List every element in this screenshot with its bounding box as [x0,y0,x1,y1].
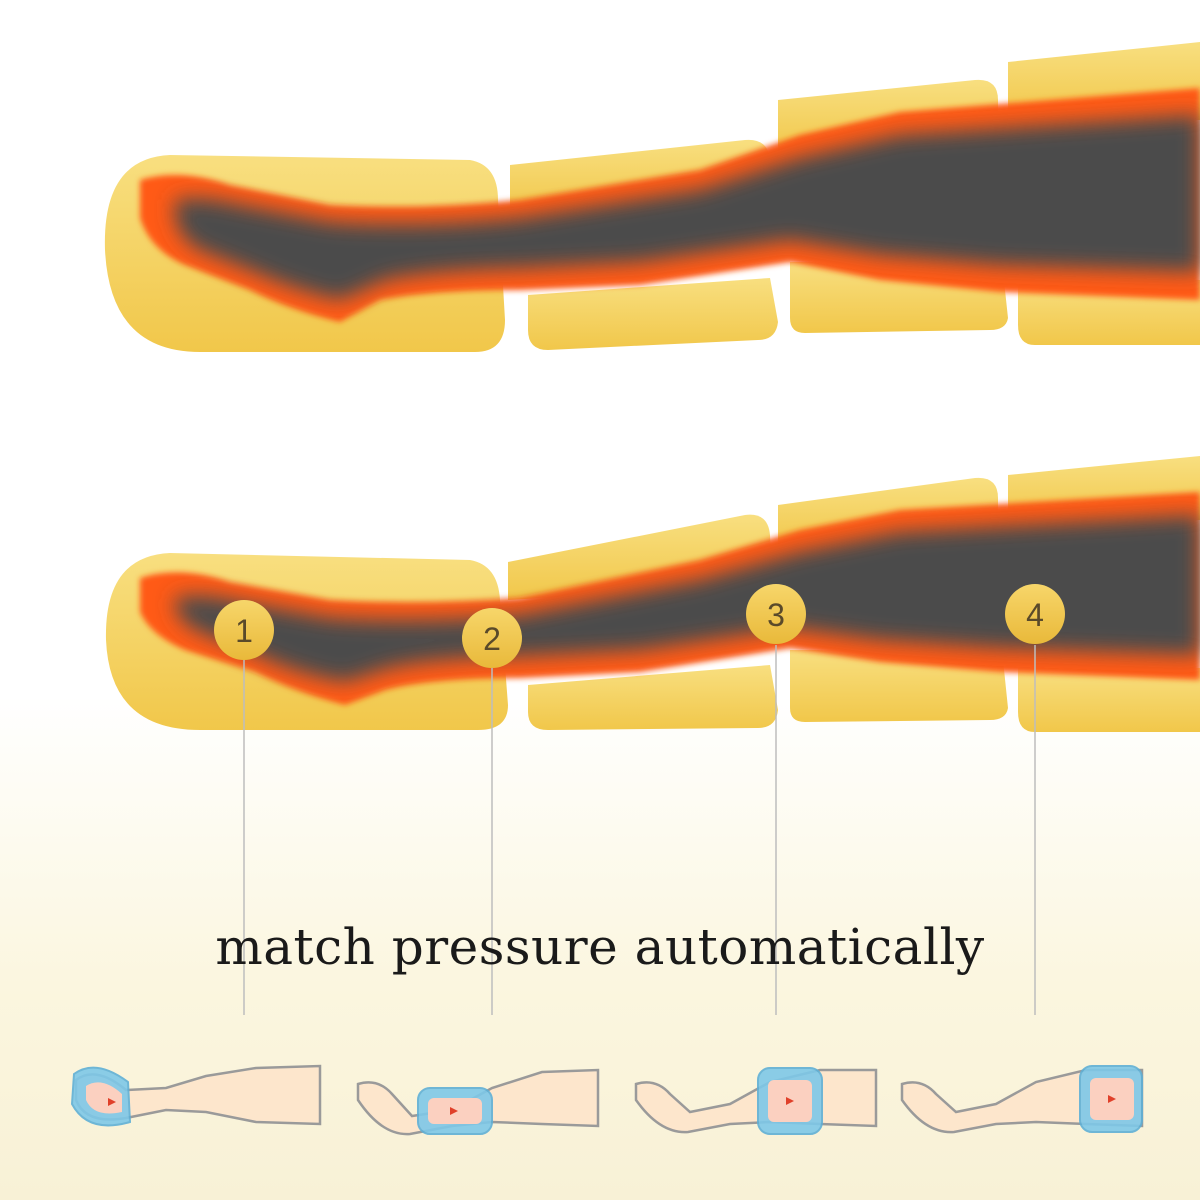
leg-core-bottom [175,515,1200,682]
marker-label-4: 4 [1026,597,1044,633]
pad-calf-bottom-lower [528,665,778,730]
marker-label-2: 2 [483,621,501,657]
leg-top [104,42,1200,352]
leg-outline-icon [634,1068,878,1134]
marker-2: 2 [462,608,522,668]
arrow-icon [786,1097,794,1105]
mini-diagram-3 [634,1067,878,1135]
caption-text: match pressure automatically [215,918,985,976]
marker-1: 1 [214,600,274,660]
pad-thigh-bottom-lower [1018,668,1200,732]
arrow-icon [108,1098,116,1106]
mini-diagram-2 [356,1068,600,1136]
marker-label-1: 1 [235,613,253,649]
marker-label-3: 3 [767,597,785,633]
marker-lines [243,645,1036,1015]
marker-3: 3 [746,584,806,644]
marker-4: 4 [1005,584,1065,644]
arrow-icon [450,1107,458,1115]
mini-skin-inner [86,1082,122,1114]
leg-core-top [175,115,1200,300]
mini-diagram-4 [900,1065,1144,1134]
mini-diagram-1 [70,1064,322,1127]
leg-bottom [105,456,1200,732]
pad-calf-top-lower [528,278,778,350]
arrow-icon [1108,1095,1116,1103]
